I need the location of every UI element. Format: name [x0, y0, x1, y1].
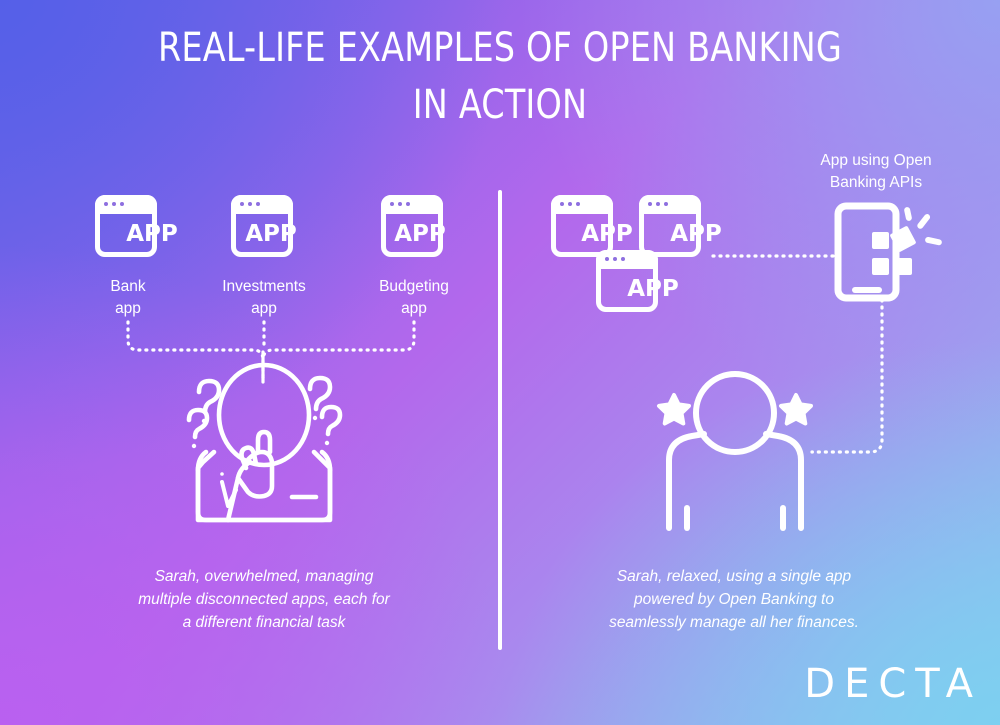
window-titlebar: [596, 250, 658, 269]
burst-line: [904, 207, 912, 221]
left-caption: Sarah, overwhelmed, managing multiple di…: [138, 568, 390, 631]
connector-budgeting: [261, 320, 416, 380]
app-window-icon-bank: [95, 195, 157, 257]
window-titlebar: [381, 195, 443, 214]
api-label: App using Open Banking APIs: [820, 152, 932, 192]
app-tile: [872, 232, 889, 249]
window-titlebar: [95, 195, 157, 214]
burst-line: [917, 214, 931, 229]
app-window-icon-right-1: [551, 195, 613, 257]
page-title: REAL-LIFE EXAMPLES OF OPEN BANKING IN AC…: [157, 25, 843, 128]
connector-bank: [126, 320, 265, 380]
decta-logo: DECTA: [804, 661, 982, 707]
window-titlebar: [551, 195, 613, 214]
app-label-budgeting: Budgeting app: [379, 278, 449, 318]
window-dots-icon: [560, 202, 580, 206]
app-tile-flying: [890, 226, 916, 252]
app-window-icon-investments: [231, 195, 293, 257]
window-titlebar: [231, 195, 293, 214]
question-mark-icon-2: [186, 407, 210, 449]
confused-person-icon: [195, 362, 333, 523]
app-window-icon-budgeting: [381, 195, 443, 257]
app-tile: [895, 258, 912, 275]
connector-phone-to-person: [810, 298, 884, 454]
relaxed-person-icon: [666, 371, 804, 531]
app-label-investments: Investments app: [222, 278, 306, 318]
star-icon-right: [779, 393, 813, 426]
app-window-icon-right-3: [596, 250, 658, 312]
question-mark-icon-4: [319, 404, 343, 446]
right-caption: Sarah, relaxed, using a single app power…: [609, 568, 859, 631]
smartphone-apps-icon: [834, 202, 942, 302]
window-titlebar: [639, 195, 701, 214]
question-mark-icon-3: [307, 375, 333, 421]
app-label-bank: Bank app: [110, 278, 146, 318]
star-icon-left: [657, 393, 691, 426]
window-dots-icon: [240, 202, 260, 206]
question-mark-icon-1: [196, 378, 222, 424]
app-window-icon-right-2: [639, 195, 701, 257]
window-dots-icon: [104, 202, 124, 206]
window-dots-icon: [605, 257, 625, 261]
burst-line: [925, 236, 942, 246]
panel-divider: [498, 190, 502, 650]
app-tile: [872, 258, 889, 275]
window-dots-icon: [390, 202, 410, 206]
window-dots-icon: [648, 202, 668, 206]
